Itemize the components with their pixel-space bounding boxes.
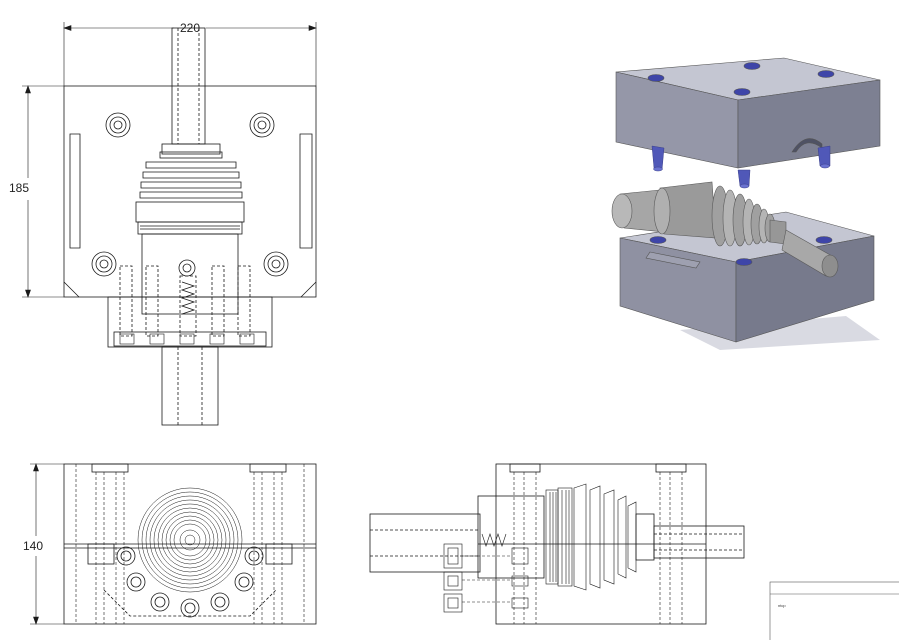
dimension-height-side <box>30 463 64 625</box>
guide-pins <box>651 145 831 189</box>
isometric-mold <box>611 57 881 350</box>
ejector-hole-ring <box>116 546 264 618</box>
top-view <box>63 27 317 426</box>
title-block <box>769 581 899 640</box>
dimension-height-front <box>22 85 64 298</box>
mold-upper-half <box>615 57 881 169</box>
bellows-side <box>545 483 637 591</box>
side-view <box>369 463 745 625</box>
bellows-end-rings <box>137 487 243 593</box>
dimension-height-front-label: 185 <box>9 181 29 195</box>
bellows-shaft-part <box>611 181 839 278</box>
bellows-top <box>135 143 245 235</box>
dimension-height-side-label: 140 <box>23 539 43 553</box>
title-block-text: ntcp <box>778 603 786 608</box>
dimension-width-label: 220 <box>180 21 200 35</box>
front-view <box>63 463 317 625</box>
dimension-width <box>63 22 317 86</box>
bolt-holes-top <box>91 112 289 277</box>
